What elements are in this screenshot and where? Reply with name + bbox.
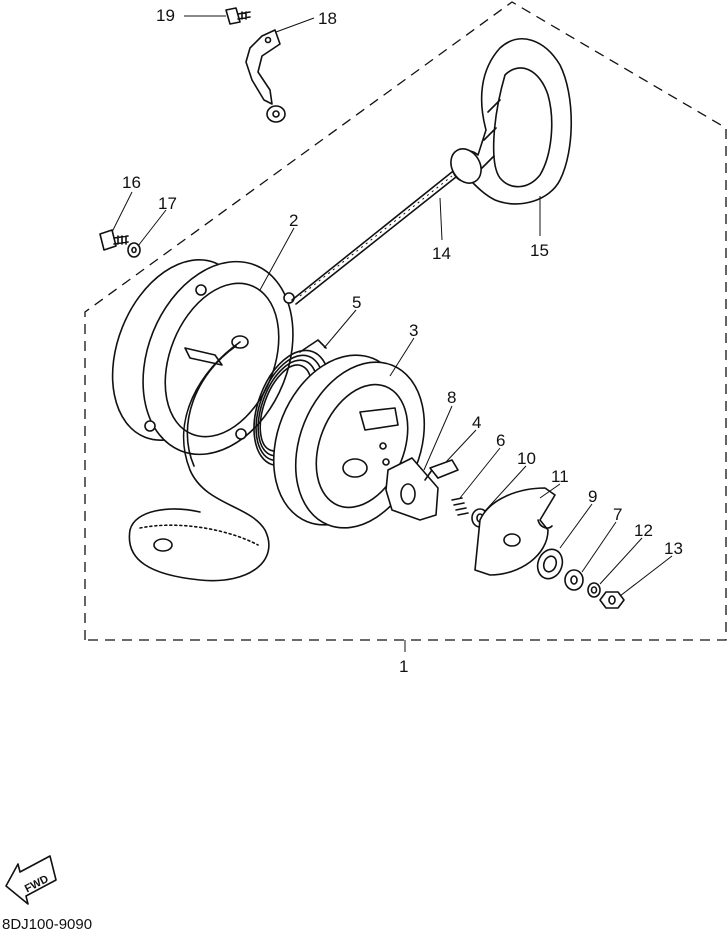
drawing-code: 8DJ100-9090 [2,916,92,932]
washer-9 [536,548,564,580]
pawl-spring [451,497,469,516]
starter-handle [450,38,573,205]
starter-case [111,259,295,456]
leader-lines [111,15,673,597]
rope-guide-bracket [245,29,286,123]
callout-11: 11 [551,467,569,486]
callout-10: 10 [517,449,536,468]
bolt-16 [99,229,129,251]
callout-16: 16 [122,173,141,192]
assembly-boundary [84,1,727,641]
callout-4: 4 [472,413,481,432]
callout-1: 1 [399,657,408,676]
callout-2: 2 [289,211,298,230]
washer-12 [587,582,601,598]
handle-rope [291,171,457,305]
callout-15: 15 [530,241,549,260]
friction-spring [429,459,459,479]
sheave-drum [272,354,426,529]
callout-6: 6 [496,431,505,450]
callout-9: 9 [588,487,597,506]
callout-8: 8 [447,388,456,407]
friction-plate [474,487,556,576]
fwd-arrow-icon: FWD [5,855,57,905]
callout-12: 12 [634,521,653,540]
callout-14: 14 [432,244,451,263]
callout-18: 18 [318,9,337,28]
washer-7 [564,569,584,591]
callout-7: 7 [613,505,622,524]
callout-17: 17 [158,194,177,213]
drive-pawl [385,457,439,521]
starter-rope [128,341,270,582]
callout-5: 5 [352,293,361,312]
callout-19: 19 [156,6,175,25]
nut-13 [599,591,625,609]
bolt-19 [225,7,251,25]
callout-3: 3 [409,321,418,340]
callout-13: 13 [664,539,683,558]
washer-17 [127,242,141,258]
